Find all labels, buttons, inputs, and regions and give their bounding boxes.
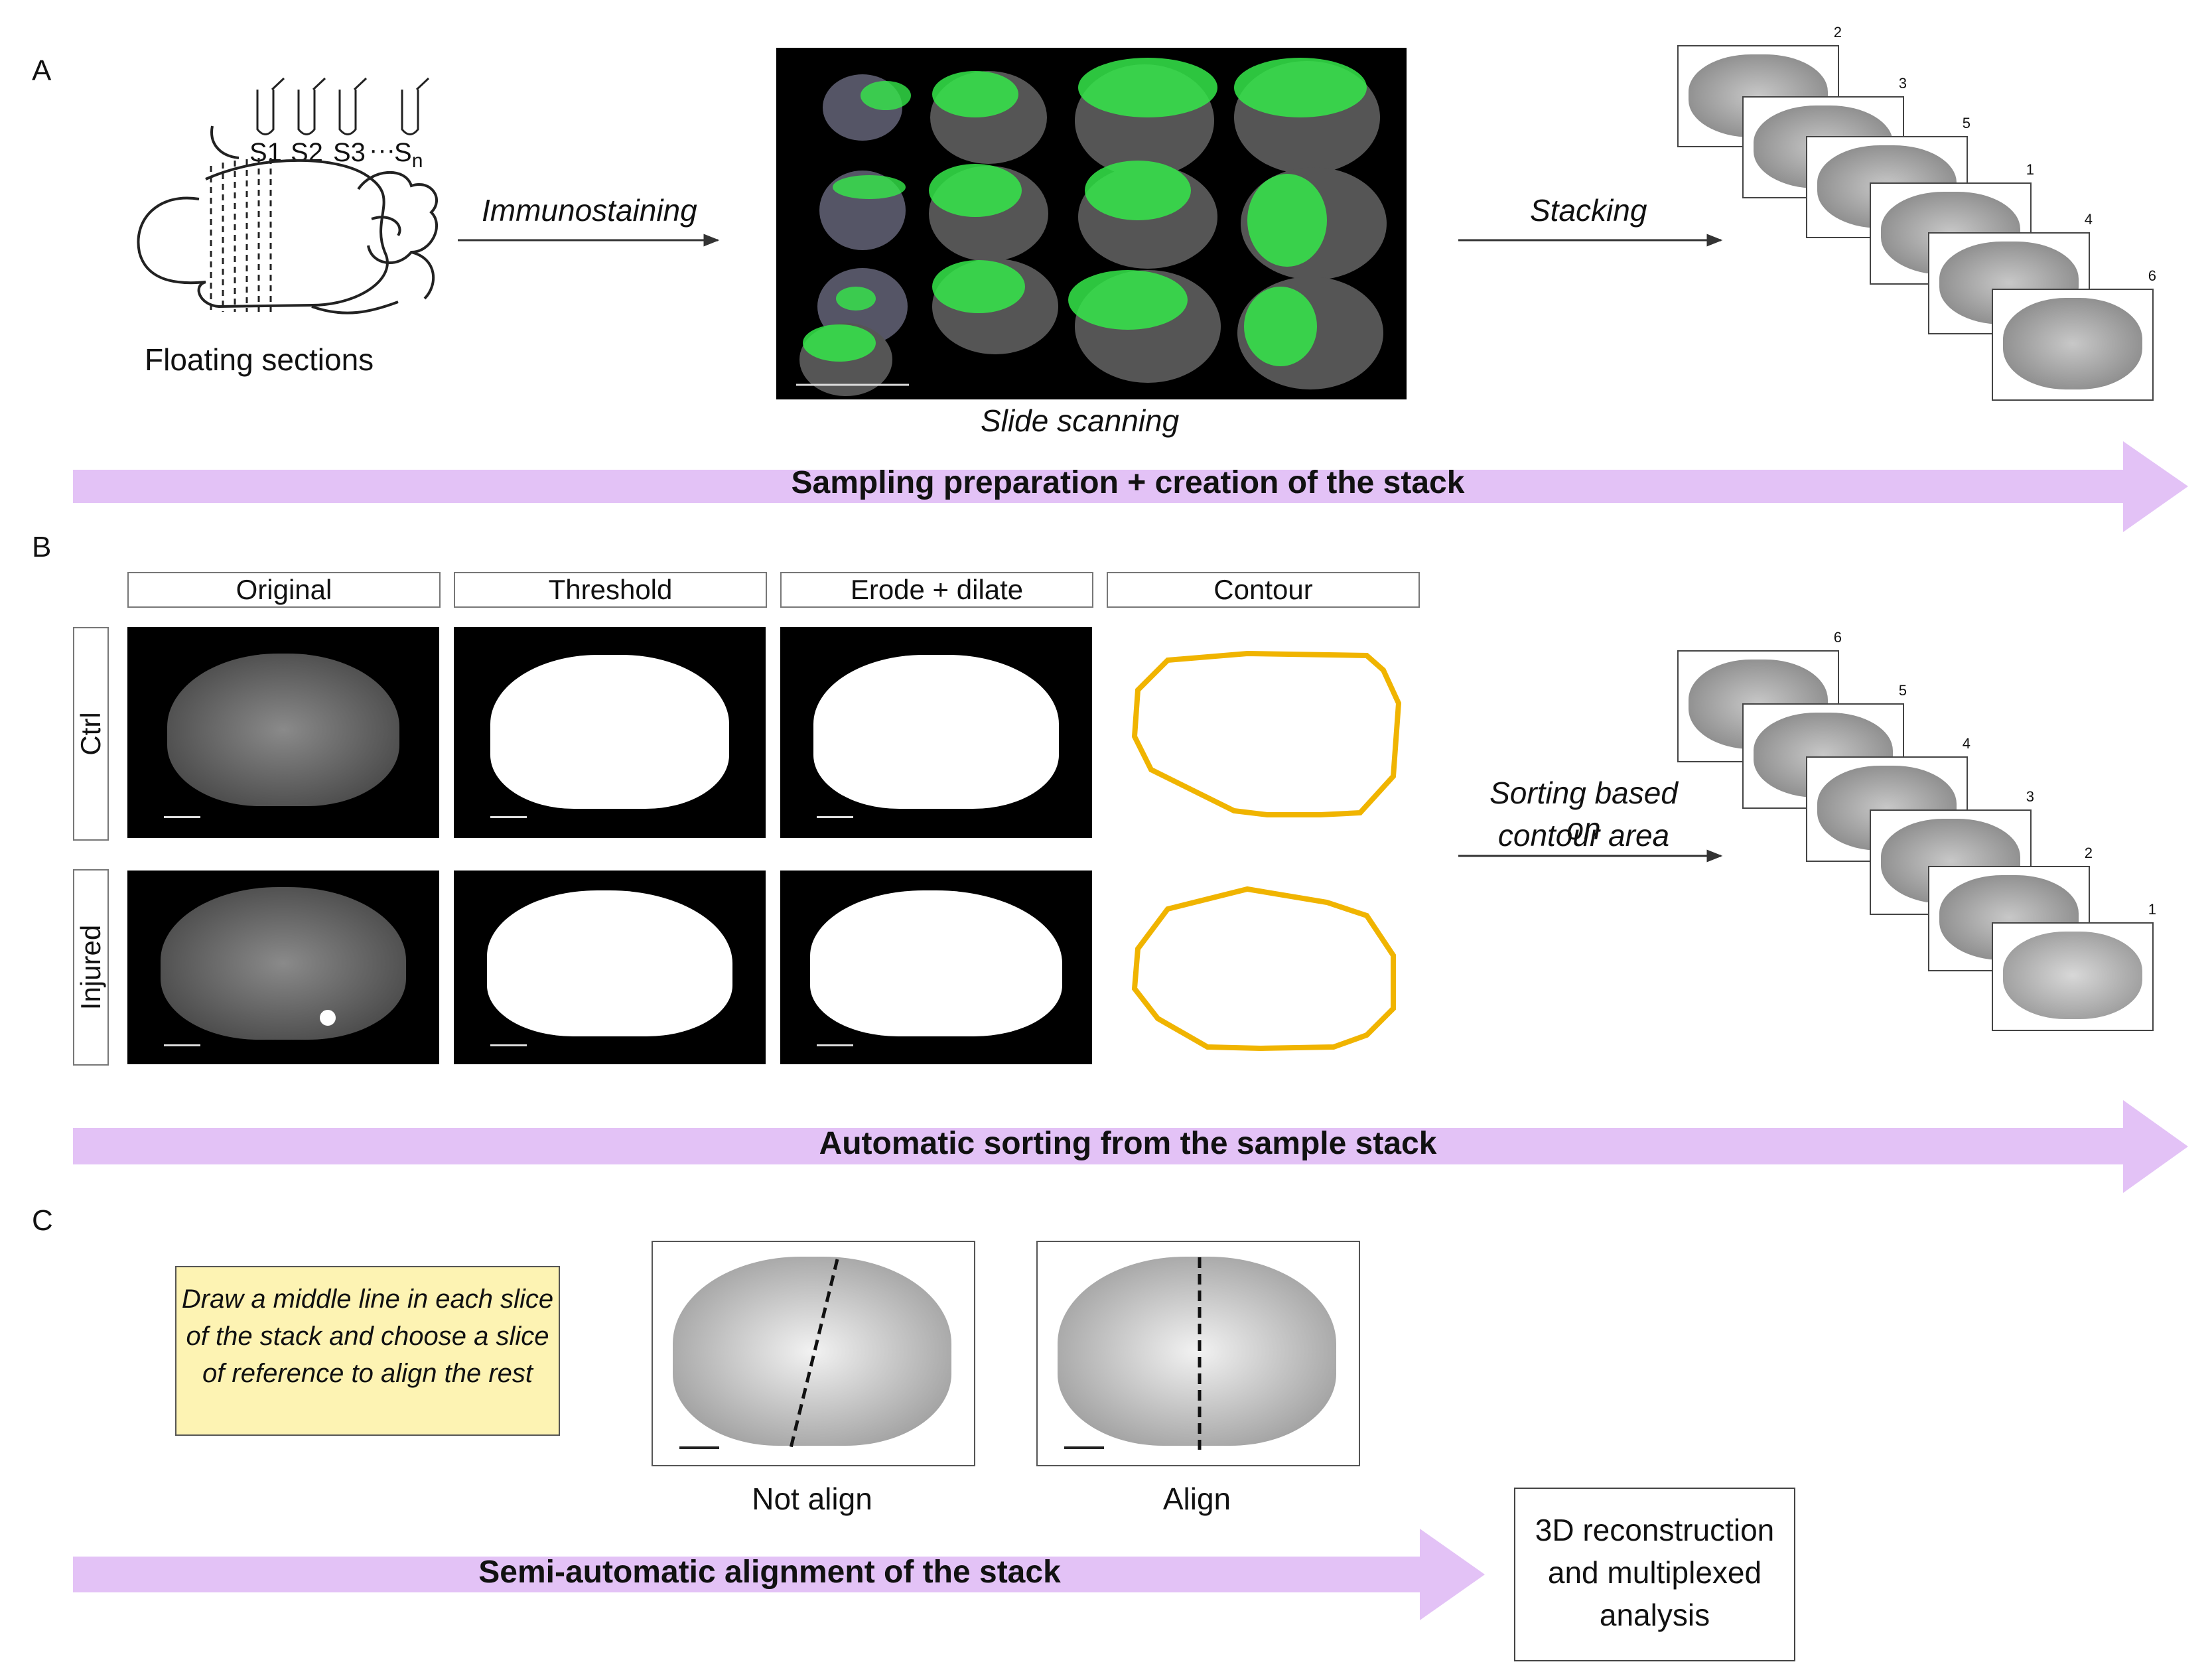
row-header-ctrl: Ctrl (73, 627, 109, 841)
banner-text-b: Automatic sorting from the sample stack (819, 1126, 1437, 1161)
immunostaining-label: Immunostaining (482, 193, 697, 228)
stack-b-number: 3 (2026, 788, 2034, 805)
column-header-original: Original (127, 572, 441, 608)
stack-b-card: 1 (1992, 901, 2156, 1031)
scanned-sections (799, 58, 1387, 396)
injured-erode-dilate-image (780, 871, 1092, 1064)
ctrl-erode-dilate-image (780, 627, 1092, 838)
column-header-erode-dilate: Erode + dilate (780, 572, 1093, 608)
injured-original-image (127, 871, 439, 1064)
sorting-label-line1: Sorting based on (1489, 776, 1678, 846)
tube-label-sn: Sn (394, 138, 423, 172)
align-label: Align (1162, 1482, 1231, 1516)
sorting-label-line2: contour area (1497, 818, 1670, 853)
instruction-note: Draw a middle line in each slice of the … (175, 1266, 560, 1436)
stack-b-number: 1 (2148, 901, 2156, 918)
row-header-injured: Injured (73, 869, 109, 1066)
contour-line-injured (1131, 886, 1396, 1052)
injured-threshold-image (454, 871, 766, 1064)
column-header-threshold: Threshold (454, 572, 767, 608)
panel-label-b: B (32, 531, 52, 563)
stack-a-number: 6 (2148, 267, 2156, 284)
banner-text-c: Semi-automatic alignment of the stack (478, 1555, 1061, 1590)
column-header-contour: Contour (1107, 572, 1420, 608)
tube-label-s2: S2 (291, 138, 323, 167)
tube-label-s3: S3 (333, 138, 366, 167)
final-step-box: 3D reconstruction and multiplexed analys… (1514, 1488, 1795, 1661)
banner-text-a: Sampling preparation + creation of the s… (791, 465, 1465, 500)
ctrl-contour-image (1107, 627, 1418, 838)
contour-line-ctrl (1131, 650, 1402, 817)
stack-a-number: 1 (2026, 161, 2034, 178)
tube-label-s1: S1 (249, 138, 282, 167)
injury-spot (320, 1010, 336, 1026)
panel-label-c: C (32, 1204, 53, 1237)
section-cut-lines (210, 158, 272, 312)
stack-b-number: 2 (2084, 845, 2093, 861)
floating-sections-label: Floating sections (145, 342, 374, 377)
stacking-label: Stacking (1530, 193, 1647, 228)
tube-icons (256, 77, 430, 135)
stack-b-number: 5 (1898, 682, 1907, 699)
scale-bar (164, 816, 200, 818)
stack-a-number: 4 (2084, 211, 2093, 228)
aligned-slice-image (1036, 1241, 1360, 1466)
stack-a-number: 5 (1962, 115, 1970, 131)
not-aligned-slice-image (652, 1241, 975, 1466)
stack-b-number: 4 (1962, 735, 1970, 752)
scale-bar (1064, 1446, 1104, 1449)
injured-contour-image (1107, 871, 1418, 1064)
ctrl-threshold-image (454, 627, 766, 838)
ctrl-original-image (127, 627, 439, 838)
slide-scanning-label: Slide scanning (981, 403, 1180, 438)
stack-b-number: 6 (1833, 629, 1842, 646)
panel-label-a: A (32, 54, 52, 87)
stack-a-number: 3 (1898, 75, 1907, 92)
not-align-label: Not align (752, 1482, 872, 1516)
slide-scan-image (776, 48, 1407, 399)
stack-a-number: 2 (1833, 24, 1842, 40)
brain-slice-thumb (2003, 298, 2142, 389)
stack-a-card: 6 (1992, 267, 2156, 401)
scale-bar (679, 1446, 719, 1449)
tube-label-dots: ··· (369, 135, 395, 165)
